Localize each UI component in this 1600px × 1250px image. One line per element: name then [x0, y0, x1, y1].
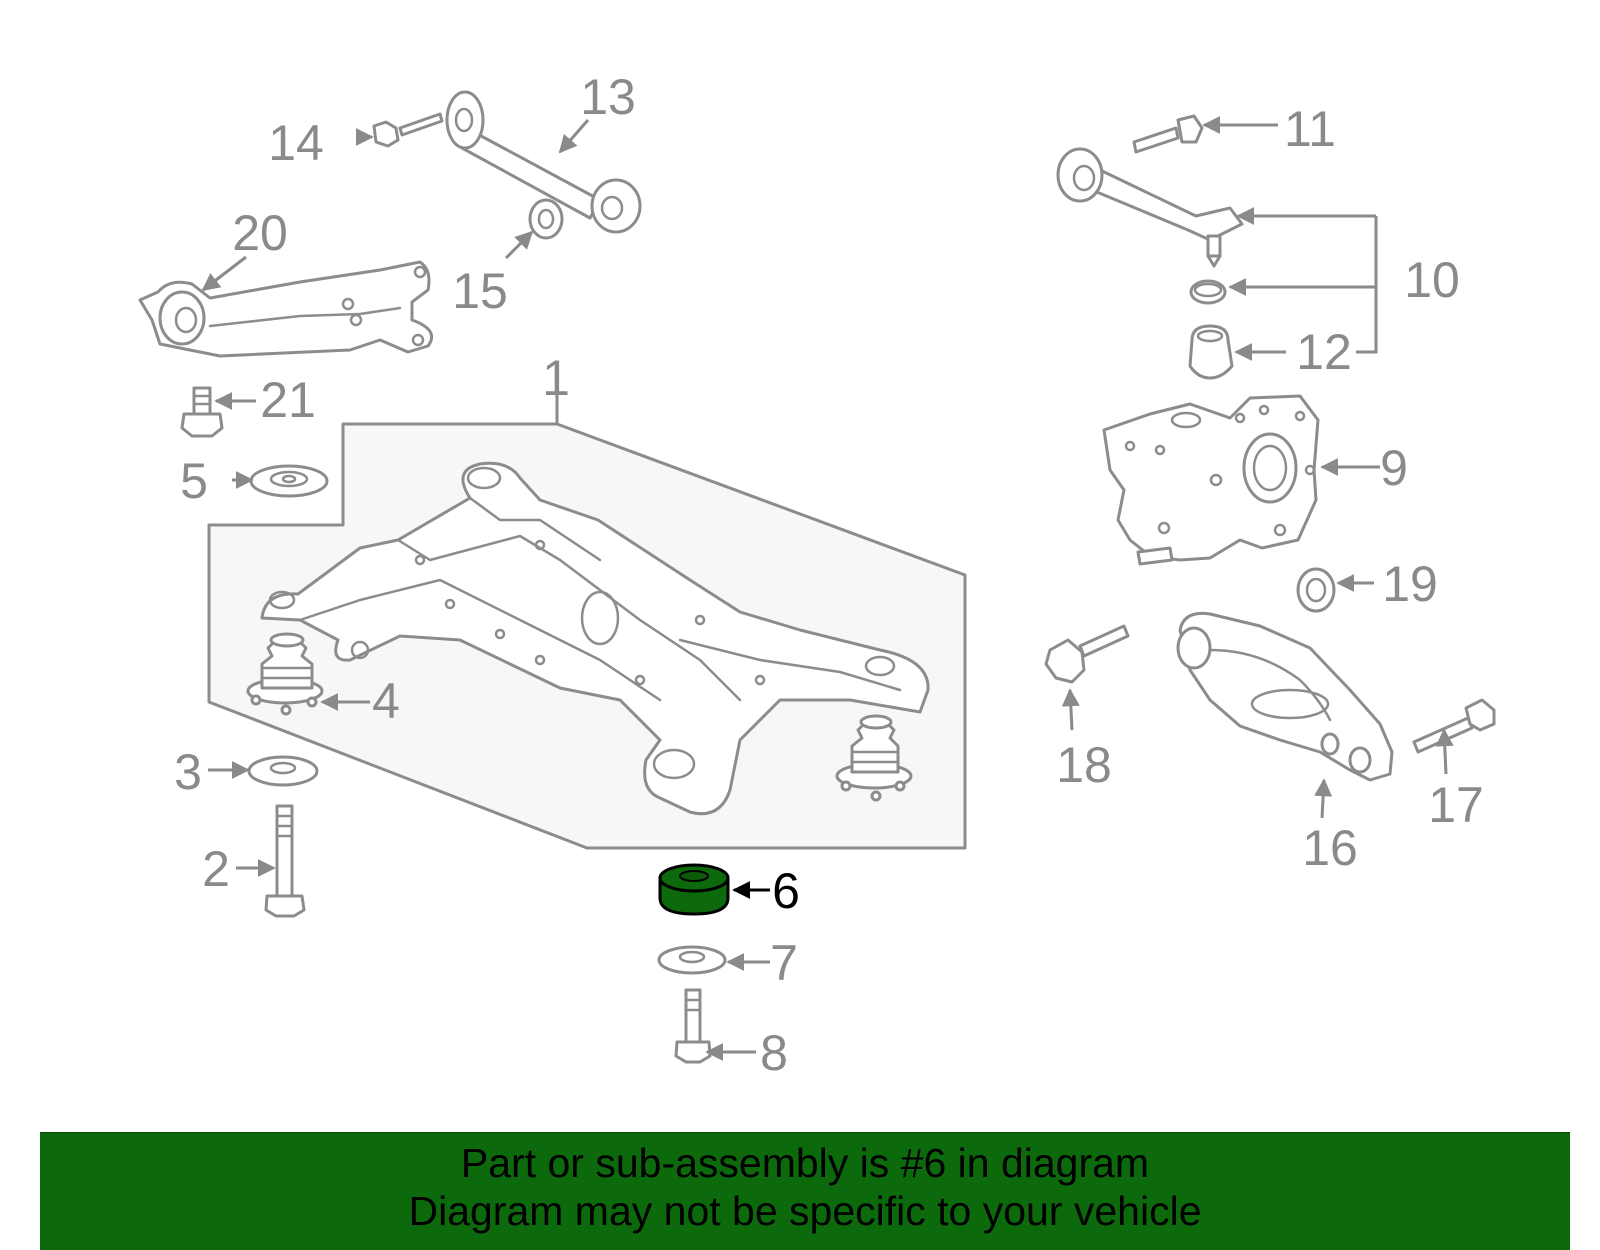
washer-7	[657, 945, 727, 975]
subframe-cushion-6	[658, 863, 730, 916]
callout-5: 5	[180, 453, 208, 509]
upper-link-13	[445, 90, 642, 234]
parts-diagram: 1 2 3 4 5 6 7 8 9 10 11 12 13 14 15 16 1…	[138, 69, 1496, 1081]
callout-12: 12	[1296, 324, 1352, 380]
callout-18: 18	[1056, 737, 1112, 793]
rear-subframe-crossmember	[260, 461, 930, 816]
callout-1: 1	[542, 350, 570, 406]
callout-20: 20	[232, 205, 288, 261]
callout-11: 11	[1284, 101, 1336, 157]
callout-16: 16	[1302, 820, 1358, 876]
callout-13: 13	[580, 69, 636, 125]
washer-5	[249, 464, 329, 498]
callout-15: 15	[452, 263, 508, 319]
bushing-19	[1296, 567, 1336, 613]
bolt-21	[180, 386, 224, 438]
callout-4: 4	[372, 673, 400, 729]
snap-ring	[1189, 279, 1227, 305]
bolt-14	[372, 112, 444, 148]
bolt-2	[264, 804, 306, 918]
bushing-15	[528, 198, 564, 240]
callout-9: 9	[1380, 440, 1408, 496]
washer-3	[247, 755, 319, 787]
callout-labels: 1 2 3 4 5 6 7 8 9 10 11 12 13 14 15 16 1…	[174, 69, 1484, 1081]
callout-21: 21	[260, 372, 316, 428]
callout-6: 6	[772, 863, 800, 919]
banner-line-disclaimer: Diagram may not be specific to your vehi…	[408, 1188, 1202, 1234]
knuckle-9	[1102, 394, 1320, 566]
lower-arm-20	[138, 260, 433, 358]
leader-lines	[201, 116, 1454, 1061]
cam-bolt-18	[1044, 624, 1130, 684]
callout-7: 7	[770, 935, 798, 991]
bolt-8	[674, 988, 712, 1064]
callout-10: 10	[1404, 252, 1460, 308]
dust-boot-12	[1188, 324, 1234, 380]
bolt-11	[1132, 114, 1204, 154]
bolt-17	[1412, 698, 1496, 754]
callout-14: 14	[268, 115, 324, 171]
banner-line-part: Part or sub-assembly is #6 in diagram	[460, 1140, 1150, 1186]
info-banner: Part or sub-assembly is #6 in diagram Di…	[40, 1132, 1570, 1250]
callout-2: 2	[202, 841, 230, 897]
callout-17: 17	[1428, 777, 1484, 833]
callout-19: 19	[1382, 556, 1438, 612]
subframe-bushing-right	[835, 714, 913, 802]
callout-8: 8	[760, 1025, 788, 1081]
upper-arm-10	[1056, 147, 1244, 268]
lower-arm-16	[1176, 611, 1394, 782]
subframe-bushing-left	[246, 632, 324, 716]
callout-3: 3	[174, 744, 202, 800]
